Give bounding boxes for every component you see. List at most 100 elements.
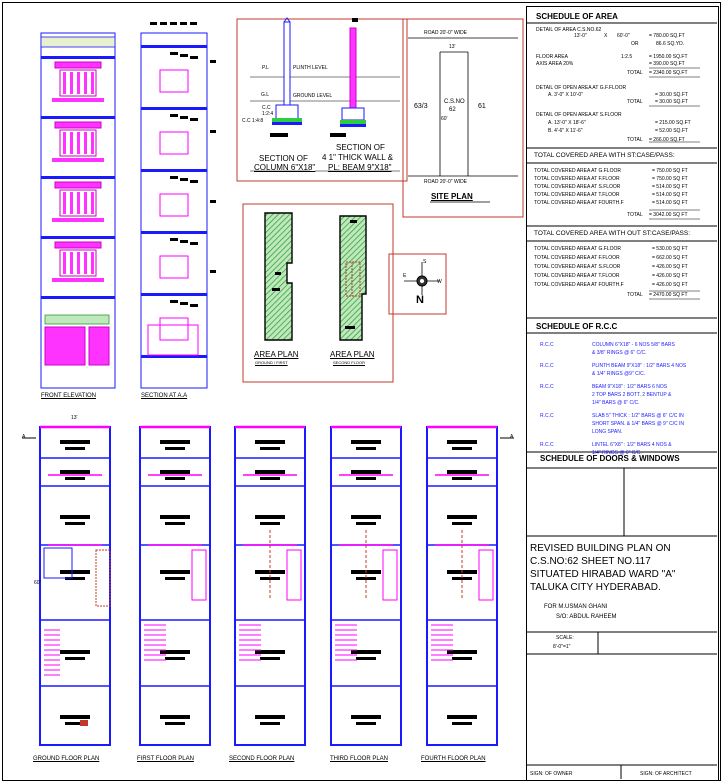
balcony-cornice [54,241,102,249]
sign-owner: SIGN: OF OWNER [530,771,573,777]
without-case-row-value: = 662.00 SQ FT [652,255,688,261]
room-label [160,570,190,574]
plot-dims-b: 60'-0" [617,33,630,39]
room-label [60,470,90,474]
stair-hall [43,547,73,579]
balcony-slab [52,98,104,102]
column-section-caption-1: SECTION OF [259,154,308,163]
room-size [452,477,472,480]
rcc-code: R.C.C [540,413,554,419]
room-label [160,440,190,444]
room-label [351,440,381,444]
wall-section-caption-1: SECTION OF [336,143,385,152]
plinth-level-label: PLINTH LEVEL [293,65,328,71]
window-bar [63,132,66,154]
with-case-row-value: = 514.00 SQ FT [652,192,688,198]
ground-floor-plan-title: GROUND FLOOR PLAN [33,756,100,762]
total3-val: = 266.00 SQ.FT [649,137,685,143]
cc-ratio-label: 1:2:4 [262,111,274,117]
wall-section-caption-2: 4 1" THICK WALL & [322,153,394,162]
first-floor-plan-title: FIRST FLOOR PLAN [137,756,194,762]
total1-val: = 2340.00 SQ.FT [649,70,688,76]
room-size [452,657,472,660]
rcc-spec-line: LONG SPAN. [592,429,623,435]
with-case-row-label: TOTAL COVERED AREA AT T.FLOOR [534,192,620,198]
window-bar [84,192,87,214]
open-gf-label: DETAIL OF OPEN AREA AT G.F.FLOOR [536,85,627,91]
room-size [65,522,85,525]
section-dim-mark [180,54,188,57]
section-top-mark [190,22,197,25]
section-level-mark [210,270,216,273]
rcc-spec-line: & 1/4" RINGS @9" C/C. [592,371,646,377]
rcc-spec-line: 2 TOP BARS 2 BOTT. 2 BENTUP & [592,392,672,398]
toilet-block [478,549,494,601]
compass-n: N [416,294,424,306]
project-line-4: TALUKA CITY HYDERABAD. [530,582,661,593]
room-label [351,715,381,719]
area-plan-left-title: AREA PLAN [254,350,299,359]
room-label [351,650,381,654]
room-label [351,515,381,519]
window-bar [84,132,87,154]
room-size [65,657,85,660]
floor-area-label: FLOOR AREA [536,54,568,60]
room-size [260,477,280,480]
section-dim-mark [170,114,178,117]
window-bar [70,192,73,214]
site-cs-no: C.S.NO [444,99,465,105]
floor-area-val: = 1950.00 SQ.FT [649,54,688,60]
window-bar [91,72,94,94]
section-dim-mark [180,116,188,119]
section-slab [141,355,207,358]
window-bar [70,72,73,94]
room-size [452,577,472,580]
room-size [356,657,376,660]
rcc-spec-line: & 3/8" RINGS @ 6" C/C. [592,350,647,356]
section-dim-mark [190,118,198,121]
window-bar [70,132,73,154]
floor-ratio: 1:2.5 [621,54,633,60]
plot-dims-a: 13'-0" [574,33,587,39]
room-size [165,577,185,580]
room-label [160,515,190,519]
area-schedule-title: SCHEDULE OF AREA [536,12,618,21]
without-case-total: = 2470.00 SQ FT [649,292,688,298]
toilet-block [286,549,302,601]
open-sf-label: DETAIL OF OPEN AREA AT S.FLOOR [536,112,622,118]
main-gate-mark [80,720,88,726]
section-marker-right: A [510,434,514,440]
open-gf-val: = 30.00 SQ.FT [655,92,688,98]
without-case-total-label: TOTAL [627,292,643,298]
section-slab [141,231,207,234]
room-size [356,577,376,580]
floor-plan-1 [139,425,211,746]
section-detail-drawing [250,17,400,172]
compass-rose [404,262,440,295]
without-case-row-value: = 426.00 SQ FT [652,282,688,288]
cc2-label: C.C 1:4:8 [242,118,264,124]
room-size [165,522,185,525]
toilet-block [191,549,207,601]
owner-father: S/O: ABDUL RAHEEM [556,614,617,620]
section-slab [141,169,207,172]
floor-band [41,296,115,299]
section-opening [159,131,189,155]
room-label [160,470,190,474]
without-case-row-value: = 426.00 SQ FT [652,273,688,279]
total3-label: TOTAL [627,137,643,143]
area-plan-right-title: AREA PLAN [330,350,375,359]
without-case-row-label: TOTAL COVERED AREA AT FOURTH.F [534,282,624,288]
fourth-floor-plan-title: FOURTH FLOOR PLAN [421,756,486,762]
rcc-spec-line: BEAM 9"X18" : 1/2" BARS 6 NOS [592,384,668,390]
axis-area-val: = 390.00 SQ.FT [649,61,685,67]
room-label [447,650,477,654]
room-size [65,477,85,480]
third-floor-plan-title: THIRD FLOOR PLAN [330,756,389,762]
with-case-row-value: = 514.00 SQ FT [652,200,688,206]
room-size [452,447,472,450]
floor-plan-2 [234,425,306,746]
section-aa [140,22,216,389]
area-plan-left-sub: GROUND / FIRST [255,360,288,365]
rcc-code: R.C.C [540,342,554,348]
